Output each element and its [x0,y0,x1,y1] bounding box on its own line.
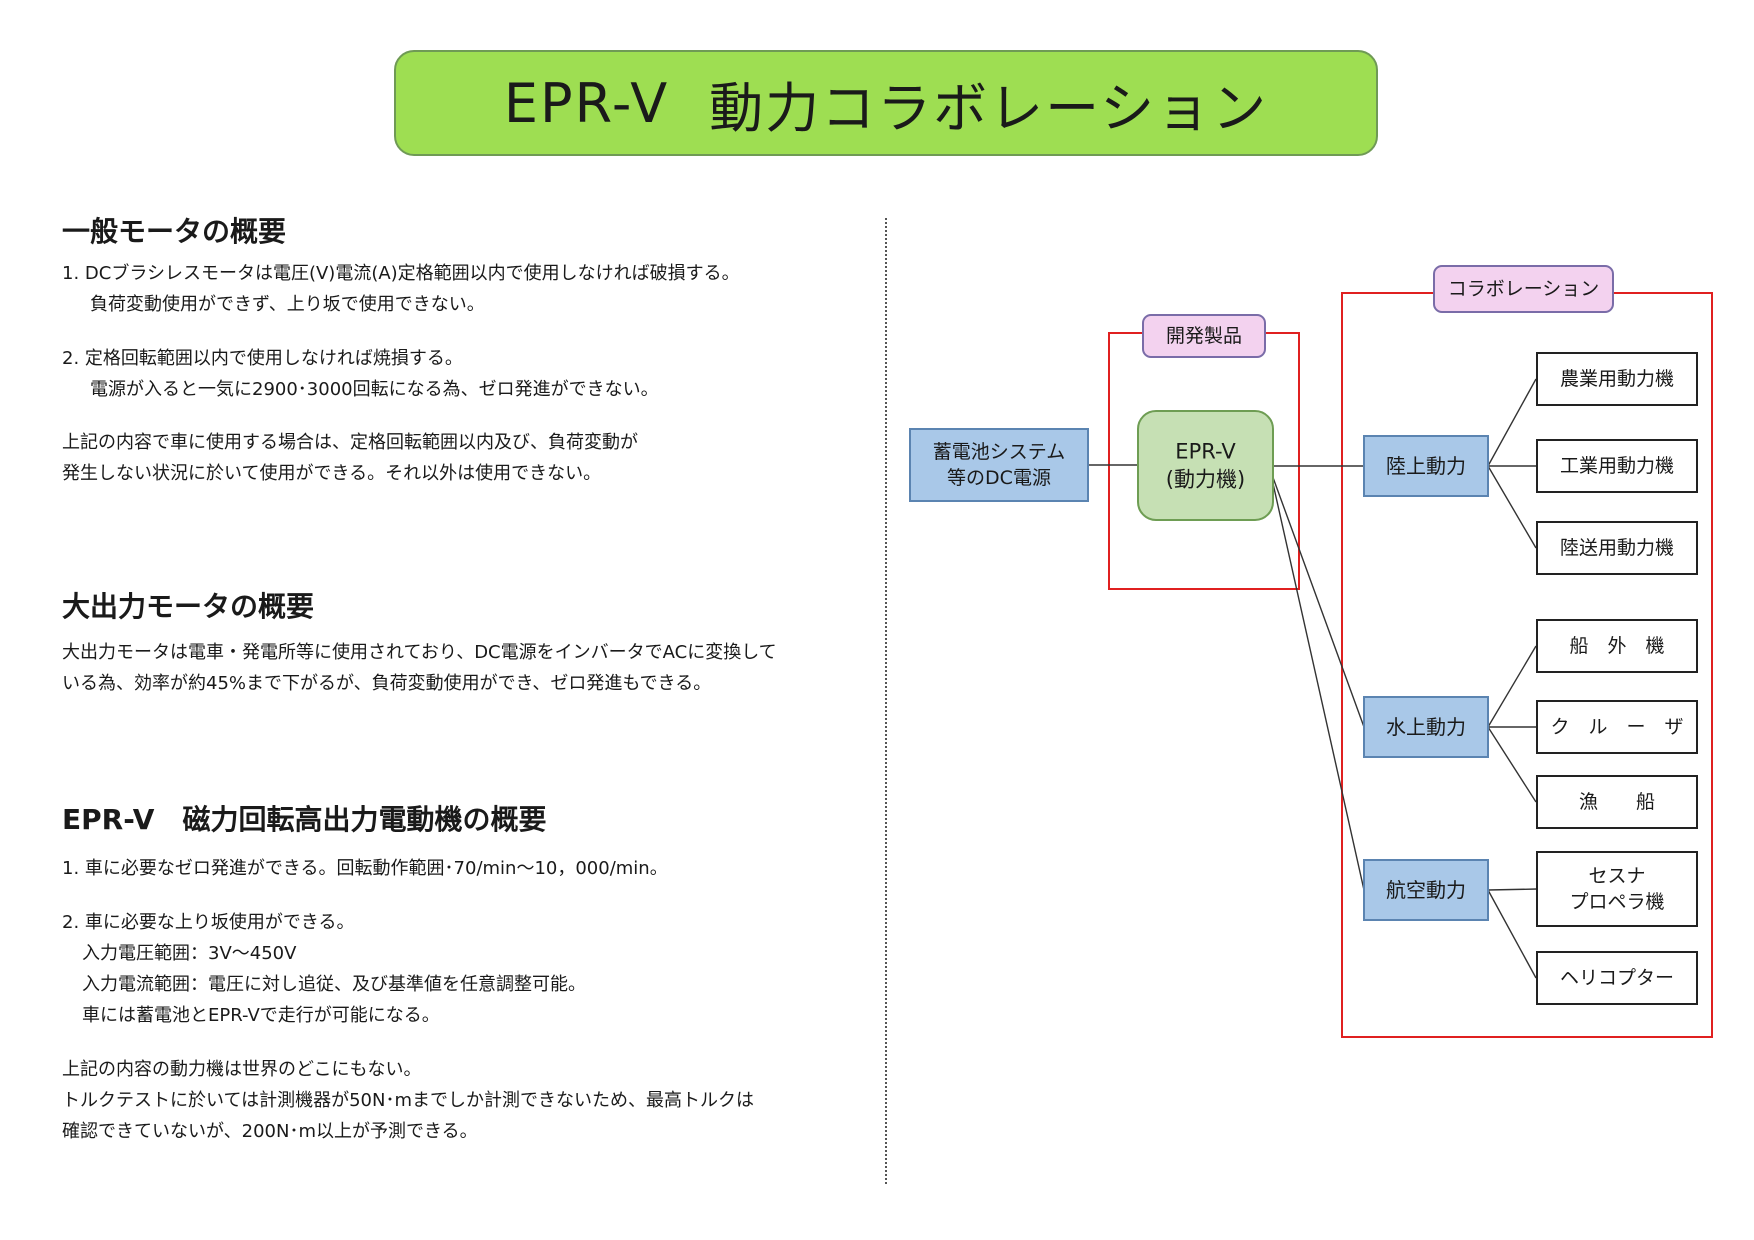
epr-v-product-label: (動力機) [1166,468,1245,492]
text-line: 電源が入ると一気に2900･3000回転になる為、ゼロ発進ができない。 [90,379,659,400]
title-banner: EPR-V 動力コラボレーション [394,50,1378,156]
connector-line [1487,378,1537,467]
application-box [1536,521,1698,575]
application-label: 農業用動力機 [1560,368,1674,390]
connector-line [1487,726,1537,803]
text-line: 発生しない状況に於いて使用ができる。それ以外は使用できない。 [62,463,602,484]
application-box [1536,619,1698,673]
connector-line [1272,483,1365,891]
connector-line [1487,888,1538,891]
application-box [1536,851,1698,927]
section-epr-v: EPR-V 磁力回転高出力電動機の概要 1. 車に必要なゼロ発進ができる。回転動… [62,798,862,1147]
application-label: プロペラ機 [1569,891,1664,913]
application-label: 工業用動力機 [1560,455,1674,477]
development-group-label: 開発製品 [1166,325,1242,347]
text-line: 入力電圧範囲：3V～450V [82,943,297,964]
section-general-motor: 一般モータの概要 1. DCブラシレスモータは電圧(V)電流(A)定格範囲以内で… [62,210,862,489]
category-box [1363,696,1489,758]
application-label: セスナ [1588,865,1645,887]
application-box [1536,352,1698,406]
application-box [1536,700,1698,754]
connector-line [1272,477,1365,728]
dc-power-source-box [909,428,1089,502]
application-box [1536,775,1698,829]
connector-line [1487,465,1537,549]
section-heading: EPR-V 磁力回転高出力電動機の概要 [62,803,547,836]
text-line: 1. 車に必要なゼロ発進ができる。回転動作範囲･70/min～10，000/mi… [62,858,668,879]
collaboration-group-label: コラボレーション [1448,278,1600,300]
text-line: 入力電流範囲：電圧に対し追従、及び基準値を任意調整可能。 [82,974,586,995]
application-label: 船 外 機 [1569,635,1664,657]
dc-power-source-label: 蓄電池システム [933,441,1065,463]
text-line: 負荷変動使用ができず、上り坂で使用できない。 [90,294,485,315]
category-label: 航空動力 [1386,878,1466,902]
title-left: EPR-V [503,71,670,135]
section-heading: 一般モータの概要 [62,215,287,248]
title-right: 動力コラボレーション [709,76,1269,140]
text-line: 車には蓄電池とEPR-Vで走行が可能になる。 [82,1005,440,1026]
text-line: 1. DCブラシレスモータは電圧(V)電流(A)定格範囲以内で使用しなければ破損… [62,263,740,284]
dc-power-source-label: 等のDC電源 [947,467,1051,489]
collaboration-group-label-box [1433,265,1614,313]
section-high-output-motor: 大出力モータの概要 大出力モータは電車・発電所等に使用されており、DC電源をイン… [62,585,862,699]
application-box [1536,439,1698,493]
application-label: ヘリコプター [1560,967,1674,989]
application-box [1536,951,1698,1005]
text-line: 2. 定格回転範囲以内で使用しなければ焼損する。 [62,348,463,369]
epr-v-product-box [1137,410,1274,521]
development-group-label-box [1142,314,1266,358]
application-label: ク ル ー ザ [1550,716,1683,738]
text-line: 上記の内容の動力機は世界のどこにもない。 [62,1059,422,1080]
epr-v-product-label: EPR-V [1175,439,1236,463]
category-label: 水上動力 [1386,715,1466,739]
text-line: トルクテストに於いては計測機器が50N･mまでしか計測できないため、最高トルクは [62,1090,754,1111]
application-label: 漁 船 [1579,791,1655,813]
category-label: 陸上動力 [1386,454,1466,478]
section-heading: 大出力モータの概要 [62,590,315,623]
connector-line [1487,889,1537,979]
text-line: 2. 車に必要な上り坂使用ができる。 [62,912,355,933]
text-line: 大出力モータは電車・発電所等に使用されており、DC電源をインバータでACに変換し… [62,642,777,663]
text-line: いる為、効率が約45%まで下がるが、負荷変動使用ができ、ゼロ発進もできる。 [62,673,712,694]
connector-line [1487,645,1537,728]
column-divider [885,218,887,1184]
application-label: 陸送用動力機 [1560,537,1674,559]
category-box [1363,435,1489,497]
category-box [1363,859,1489,921]
text-line: 上記の内容で車に使用する場合は、定格回転範囲以内及び、負荷変動が [62,432,638,453]
text-line: 確認できていないが、200N･m以上が予測できる。 [62,1121,478,1142]
